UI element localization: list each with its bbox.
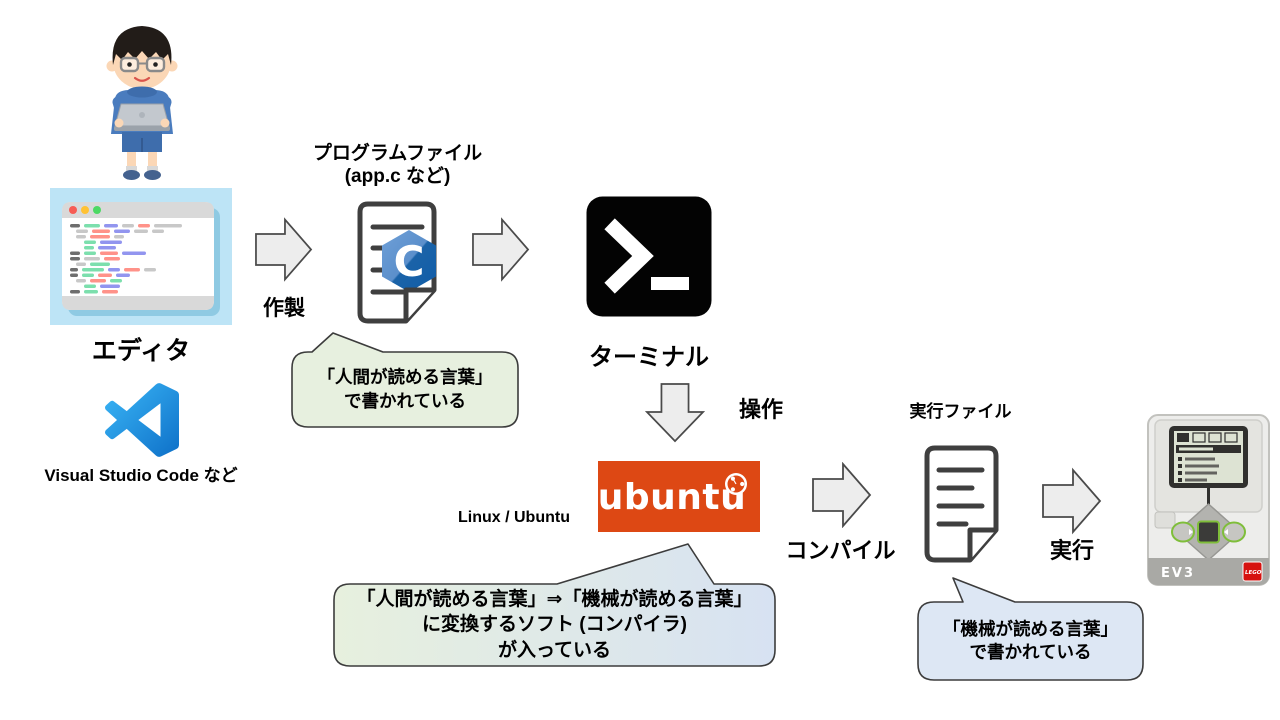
right-arrow-icon: [255, 217, 313, 282]
machine-bubble-line2: で書かれている: [969, 642, 1092, 662]
editor-label: エディタ: [91, 337, 191, 365]
right-arrow-icon: [1042, 467, 1102, 535]
exe-file-title: 実行ファイル: [909, 402, 1012, 421]
code-editor-illustration: [50, 188, 232, 325]
program-bubble-line1: 「人間が読める言葉」: [317, 367, 493, 388]
person-with-laptop-illustration: [106, 26, 178, 180]
linux-ubuntu-label: Linux / Ubuntu: [458, 509, 570, 526]
program-bubble-line2: で書かれている: [344, 390, 466, 411]
terminal-icon: [586, 196, 712, 317]
ev3-screen: [1169, 426, 1248, 488]
c-source-file-icon: C: [357, 201, 437, 324]
right-arrow-icon: [812, 462, 872, 528]
create-label: 作製: [263, 297, 305, 320]
program-bubble: [291, 332, 519, 428]
executable-file-icon: [924, 445, 999, 563]
ev3-buttons: [1171, 503, 1246, 561]
svg-text:C: C: [394, 237, 425, 286]
compile-label: コンパイル: [785, 538, 896, 563]
terminal-label: ターミナル: [589, 344, 709, 371]
ev3-label: EV3: [1161, 566, 1195, 581]
compiler-bubble-line3: が入っている: [497, 639, 612, 661]
operate-label: 操作: [738, 397, 783, 422]
svg-text:LEGO: LEGO: [1245, 570, 1262, 576]
machine-bubble-line1: 「機械が読める言葉」: [943, 618, 1118, 639]
circle-of-friends-icon: [725, 473, 747, 495]
machine-bubble: [917, 577, 1144, 681]
editor-sub-label: Visual Studio Code など: [44, 466, 238, 485]
ubuntu-logo: ubuntu: [598, 461, 760, 532]
right-arrow-icon: [472, 217, 530, 282]
compiler-bubble-line1: 「人間が読める言葉」⇒「機械が読める言葉」: [356, 589, 753, 611]
lego-logo: LEGO: [1242, 561, 1263, 582]
machine-bubble-text: 「機械が読める言葉」 で書かれている: [918, 604, 1143, 678]
down-arrow-icon: [645, 383, 705, 443]
program-file-title-line2: (app.c など): [344, 166, 451, 187]
program-bubble-text: 「人間が読める言葉」 で書かれている: [292, 354, 518, 425]
code-lines: [70, 224, 182, 294]
compiler-bubble-text: 「人間が読める言葉」⇒「機械が読める言葉」 に変換するソフト (コンパイラ) が…: [334, 586, 775, 664]
vscode-icon: [104, 383, 179, 457]
compiler-bubble: [333, 543, 776, 667]
run-label: 実行: [1049, 538, 1094, 563]
program-file-title: プログラムファイル (app.c など): [300, 142, 495, 188]
program-file-title-line1: プログラムファイル: [312, 143, 483, 164]
ubuntu-logo-text: ubuntu: [597, 477, 747, 518]
c-language-icon: C: [382, 230, 436, 292]
compiler-bubble-line2: に変換するソフト (コンパイラ): [422, 614, 687, 636]
ev3-device: EV3 LEGO: [1147, 414, 1270, 586]
